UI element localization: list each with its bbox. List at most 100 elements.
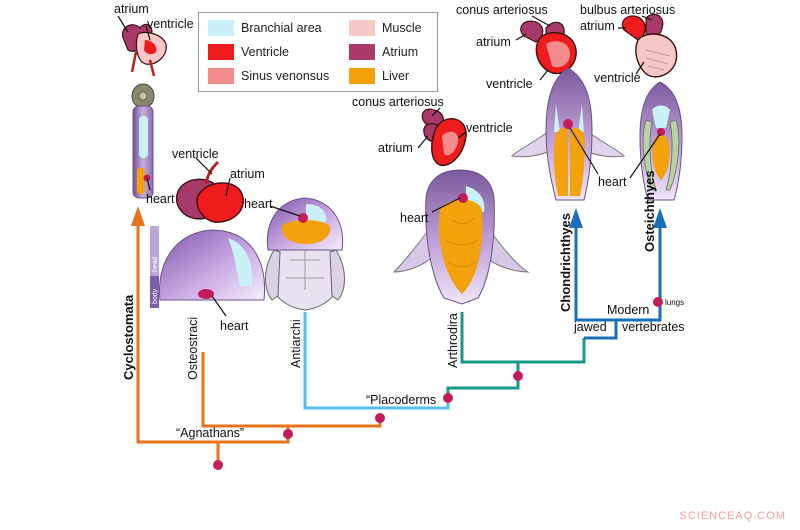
legend-label-muscle: Muscle (382, 21, 422, 35)
scale-head (150, 226, 159, 276)
node-placoderms (443, 393, 453, 403)
legend-label-atrium: Atrium (382, 45, 419, 59)
chondrichthyes-heart-illustration (520, 20, 577, 75)
watermark: SCIENCEAQ.COM (679, 510, 786, 522)
taxon-cyclostomata: Cyclostomata (121, 294, 136, 380)
oste-operculum-r (665, 119, 680, 191)
leader-ost-heart (211, 295, 227, 317)
branch-jawed (518, 338, 586, 364)
branch-cyclostomata (136, 222, 220, 465)
leader-chon-ventricle (539, 69, 549, 81)
branch-osteichthyes (616, 222, 662, 322)
osteichthyes-heart-illustration (621, 13, 678, 78)
scale-label-body: body (152, 288, 159, 304)
arth-ventricle-inner (442, 131, 459, 156)
legend-swatch-liver (349, 68, 375, 84)
legend-swatch-sinus (208, 68, 234, 84)
label-arth-conus: conus arteriosus (352, 95, 444, 109)
chon-liver (553, 127, 568, 196)
legend-item-branchial: Branchial area (208, 19, 322, 37)
node-root (213, 460, 223, 470)
label-oste-ventricle: ventricle (594, 71, 641, 85)
ant-pectoral-r (329, 249, 345, 301)
osteostraci-figure (158, 229, 266, 301)
ant-pectoral-l (265, 249, 281, 301)
oste-ventricle (635, 33, 678, 78)
chondrichthyes-figure (510, 67, 626, 201)
label-arth-heart: heart (400, 211, 429, 225)
label-chon-oste-heart: heart (598, 175, 627, 189)
label-chon-conus: conus arteriosus (456, 3, 548, 17)
arthrodira-figure (392, 169, 530, 305)
legend: Branchial area Ventricle Sinus venonsus … (198, 12, 438, 92)
arth-heart-dot (458, 193, 468, 203)
leader-lamprey-heart (146, 177, 151, 191)
label-lamprey-ventricle: ventricle (147, 17, 194, 31)
legend-label-branchial: Branchial area (241, 21, 322, 35)
oste-heart-dot (657, 128, 665, 136)
ant-heart-dot (298, 213, 308, 223)
label-ant-heart: heart (244, 197, 273, 211)
leader-lamprey-ventricle (145, 25, 151, 41)
label-chon-ventricle: ventricle (486, 77, 533, 91)
heart-labels: atrium ventricle heart ventricle atrium … (114, 2, 675, 333)
node-osteostraci-gnathostomes (375, 413, 385, 423)
legend-label-liver: Liver (382, 69, 410, 83)
antiarchi-figure (265, 197, 345, 311)
lamprey-liver (137, 168, 145, 194)
ost-heart-dot (198, 289, 214, 299)
label-oste-bulbus: bulbus arteriosus (580, 3, 675, 17)
label-lamprey-atrium: atrium (114, 2, 149, 16)
label-ost-ventricle: ventricle (172, 147, 219, 161)
label-chon-atrium: atrium (476, 35, 511, 49)
chon-pectoral-l (510, 131, 553, 158)
arrow-chondrichthyes (569, 208, 583, 228)
chon-branchial-r (578, 104, 584, 132)
legend-swatch-branchial (208, 20, 234, 36)
leader-chon-conus (531, 15, 551, 27)
node-agnathans (283, 429, 293, 439)
arth-pectoral-l (392, 226, 437, 273)
taxon-osteostraci: Osteostraci (186, 317, 200, 380)
ost-branchial (228, 238, 253, 286)
label-ost-heart: heart (220, 319, 249, 333)
label-arth-ventricle: ventricle (466, 121, 513, 135)
leader-oste-ventricle (635, 61, 645, 75)
oste-ventricle-lines (645, 49, 671, 71)
group-modern: Modern (607, 303, 649, 317)
leader-ost-atrium (225, 177, 231, 197)
leader-chon-heart (569, 127, 599, 175)
label-lamprey-heart: heart (146, 192, 175, 206)
taxon-labels: Cyclostomata Osteostraci Antiarchi Arthr… (121, 170, 657, 380)
leader-arth-atrium (417, 135, 429, 149)
chon-liver-r (570, 127, 585, 196)
scale-body (150, 276, 159, 308)
arthrodira-heart-illustration (421, 108, 467, 167)
group-placoderms: “Placoderms (366, 393, 436, 407)
legend-label-ventricle: Ventricle (241, 45, 289, 59)
leader-arth-heart (431, 197, 461, 213)
legend-label-sinus: Sinus venonsus (241, 69, 330, 83)
leader-ant-heart (269, 205, 301, 217)
scale-labels: head body (152, 256, 159, 304)
chon-body (545, 67, 593, 201)
ant-liver (281, 220, 331, 244)
lamprey-vessel (130, 51, 156, 77)
arth-liver (438, 199, 483, 294)
lamprey-figure (131, 83, 155, 199)
leader-ost-ventricle (195, 157, 213, 175)
leader-lines (117, 15, 661, 317)
cladogram-nodes (213, 297, 663, 470)
oste-branchial (652, 105, 670, 128)
label-oste-atrium: atrium (580, 19, 615, 33)
lamprey-branchial (139, 116, 148, 158)
legend-swatch-muscle (349, 20, 375, 36)
group-lungs: lungs (665, 298, 684, 307)
node-arthrodira (513, 371, 523, 381)
leader-oste-bulbus (641, 15, 653, 21)
chon-heart-dot (563, 119, 573, 129)
scale-bar (150, 226, 159, 308)
lamprey-ventricle-inner (144, 40, 157, 55)
arth-liver-lobes (445, 217, 479, 267)
